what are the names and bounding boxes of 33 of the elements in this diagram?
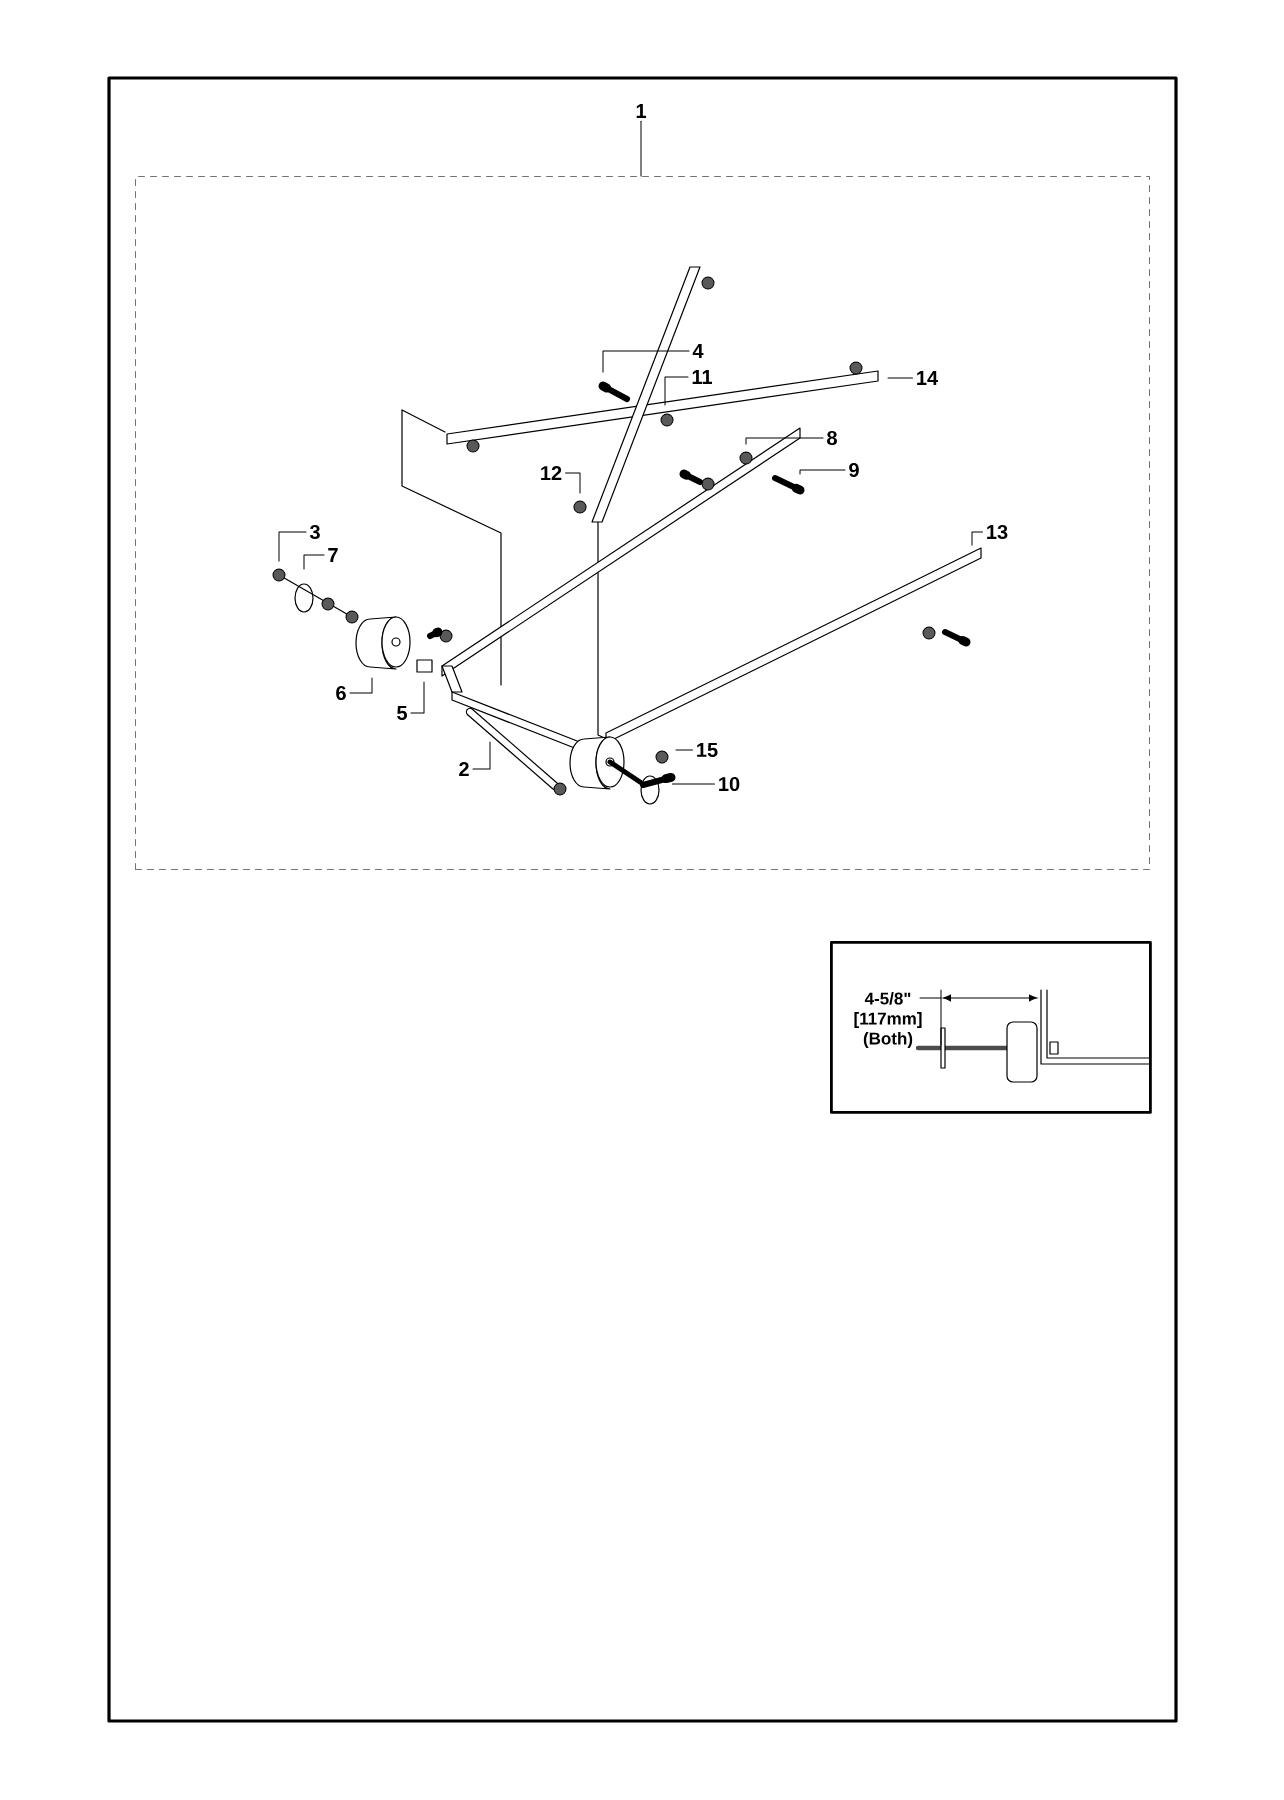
callout-number: 4 [692, 344, 704, 358]
leader-line [671, 783, 715, 785]
callout-number: 14 [917, 371, 938, 385]
leader-line [472, 741, 491, 770]
callout-number: 8 [827, 430, 837, 446]
bolt [640, 772, 676, 788]
leader-line [971, 531, 983, 546]
leader-line [887, 377, 913, 379]
leader-line [349, 677, 373, 694]
leader-line [745, 437, 824, 445]
callout-number: 15 [697, 743, 718, 757]
callout-number: 9 [849, 462, 859, 478]
leader-line [565, 472, 581, 494]
leader-line [278, 531, 307, 562]
callout-number: 7 [328, 548, 338, 562]
leader-line [799, 469, 846, 475]
leader-line [664, 376, 689, 406]
callout-number: 6 [336, 685, 346, 701]
callout-number: 11 [692, 370, 712, 384]
leader-line [640, 120, 642, 177]
callout-number: 5 [397, 706, 407, 720]
callout-number: 2 [459, 762, 469, 776]
callout-number: 12 [541, 466, 562, 480]
callout-number: 10 [719, 776, 740, 792]
callout-number: 13 [987, 524, 1008, 540]
leader-line [675, 749, 693, 751]
leader-line [303, 554, 325, 570]
callout-number: 1 [636, 104, 646, 118]
leader-line [410, 681, 425, 714]
callout-number: 3 [309, 524, 320, 540]
assembly-frame [135, 176, 1150, 870]
detail-box: 4-5/8" [117mm] (Both) [830, 941, 1152, 1114]
leader-line [602, 350, 690, 373]
